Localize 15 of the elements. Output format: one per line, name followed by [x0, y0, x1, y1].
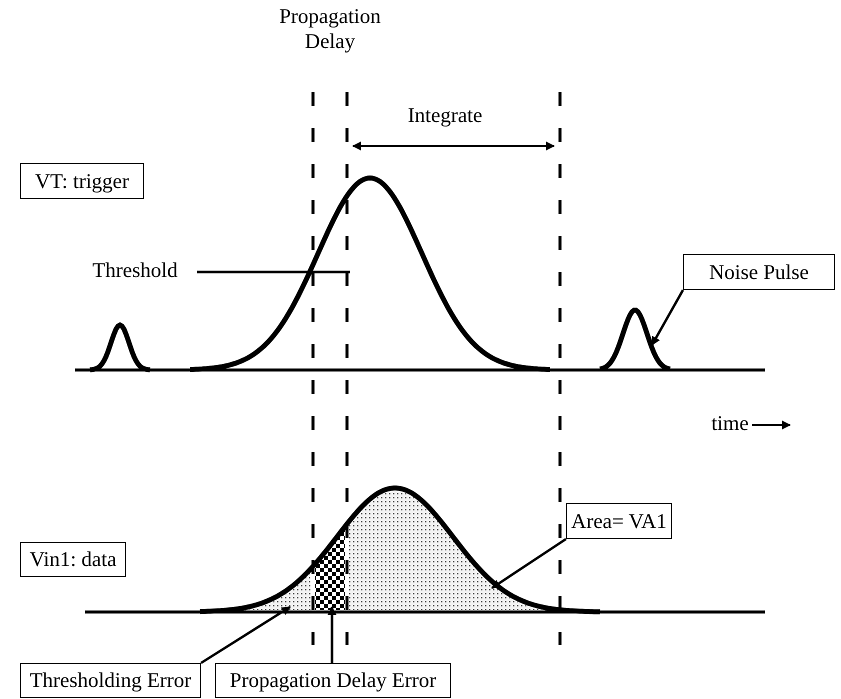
text-label: Integrate	[406, 103, 484, 128]
label-box: Propagation Delay Error	[215, 663, 451, 698]
label-box: Noise Pulse	[683, 254, 835, 290]
text-label: time	[710, 411, 750, 436]
leader-arrow	[328, 606, 336, 663]
leader-arrow	[200, 606, 291, 664]
text-label: Threshold	[91, 258, 179, 283]
label-box: Vin1: data	[20, 542, 126, 577]
shaded-area	[315, 530, 345, 610]
label-box: VT: trigger	[20, 163, 144, 199]
label-box: Area= VA1	[566, 503, 672, 539]
text-label: Propagation Delay	[278, 4, 382, 54]
leader-arrow	[491, 538, 567, 590]
label-box: Thresholding Error	[20, 663, 201, 698]
leader-arrow	[650, 289, 684, 346]
